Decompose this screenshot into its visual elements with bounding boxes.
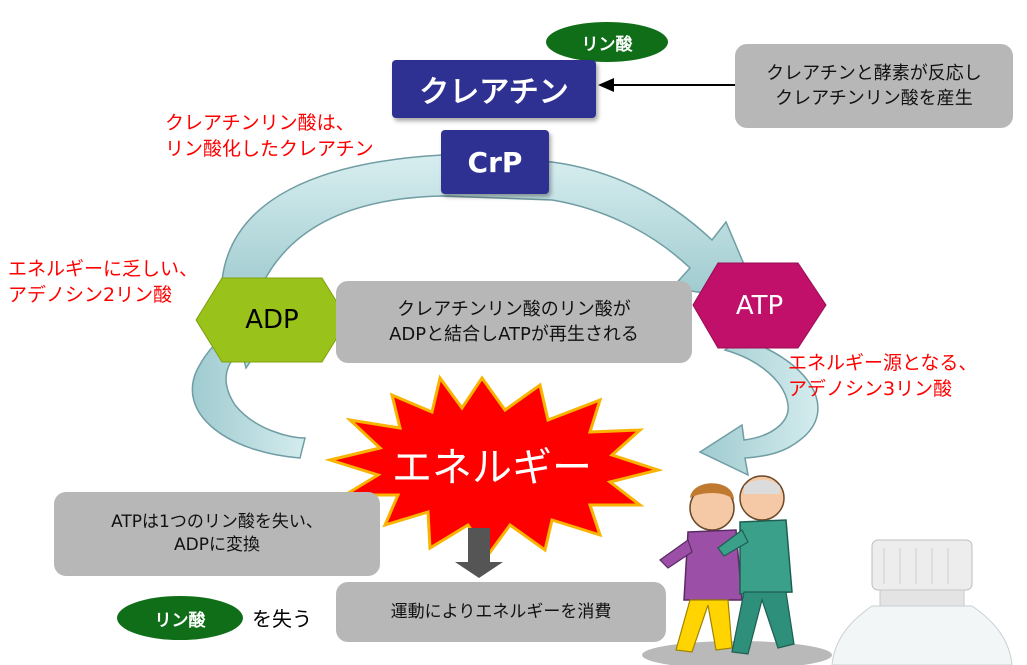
walking-people-illustration [642,475,832,665]
enzyme-arrow-head [598,78,614,92]
crp-label: CrP [467,145,523,179]
energy-label: エネルギー [392,445,592,491]
down-arrow-head [455,562,503,578]
bottom-phosphate-oval: リン酸 [117,596,243,640]
water-bottle-illustration [831,539,1013,665]
crp-box: CrP [441,130,549,194]
top-phosphate-label: リン酸 [581,34,633,55]
top-phosphate-oval: リン酸 [546,22,668,62]
right-arc-arrow [698,337,819,477]
atp-to-adp-note: ATPは1つのリン酸を失い、 ADPに変換 [54,492,380,576]
atp-description: エネルギー源となる、 アデノシン3リン酸 [788,352,978,400]
lose-label: を失う [252,606,312,631]
exercise-note: 運動によりエネルギーを消費 [336,582,666,642]
creatine-box: クレアチン [392,60,596,118]
atp-label: ATP [735,290,784,321]
crp-description: クレアチンリン酸は、 リン酸化したクレアチン [165,112,374,160]
adp-label: ADP [245,305,299,335]
bottom-phosphate-label: リン酸 [154,610,206,631]
creatine-enzyme-note: クレアチンと酵素が反応し クレアチンリン酸を産生 [735,44,1013,128]
regeneration-note: クレアチンリン酸のリン酸が ADPと結合しATPが再生される [336,281,692,363]
down-arrow-shaft [468,528,490,564]
top-arc-arrow [221,154,762,303]
creatine-label: クレアチン [419,75,569,110]
atp-hexagon [692,262,827,349]
adp-description: エネルギーに乏しい、 アデノシン2リン酸 [8,258,199,306]
